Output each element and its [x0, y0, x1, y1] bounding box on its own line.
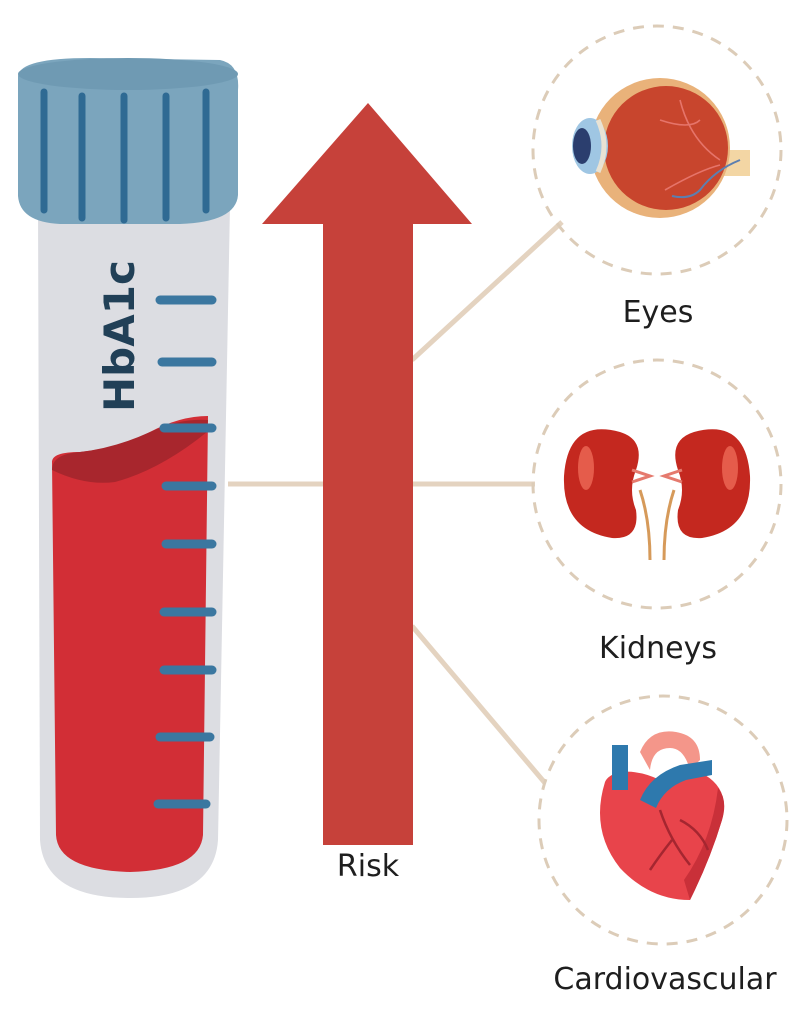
kidney-highlight: [722, 446, 738, 490]
tube-blood: [52, 416, 208, 872]
vessel: [679, 818, 710, 851]
coronary-vessels: [648, 809, 710, 871]
kidneys-label: Kidneys: [599, 631, 717, 666]
tube-tick-marks: [153, 295, 217, 809]
vessel: [659, 119, 701, 126]
ureter: [662, 489, 676, 561]
ureters: [631, 468, 683, 561]
right-kidney: [675, 429, 751, 539]
cardio-circle: [537, 694, 789, 946]
cap-stripes: [40, 88, 210, 224]
heart-icon: [600, 731, 725, 900]
tube-cap: [18, 58, 239, 224]
vessel: [664, 164, 721, 191]
vessel: [658, 809, 691, 866]
cap-top: [18, 58, 238, 90]
renal-vessels: [631, 468, 655, 484]
aortic-arch: [640, 731, 700, 770]
eye-blood-vessels: [659, 99, 721, 191]
tube-label: HbA1c: [95, 260, 144, 412]
blood-meniscus: [52, 419, 208, 483]
eye-icon: [572, 78, 750, 218]
ureter: [638, 489, 652, 561]
kidney-highlight: [578, 446, 594, 490]
cap-body: [18, 58, 239, 224]
connector-cardio: [410, 624, 547, 785]
renal-vessels: [659, 468, 683, 484]
connector-lines: [228, 220, 564, 785]
eyes-circle: [531, 24, 783, 276]
optic-vessels: [671, 159, 741, 199]
lens: [595, 118, 607, 174]
risk-label: Risk: [336, 849, 400, 884]
kidneys-circle: [531, 358, 783, 610]
eyes-label: Eyes: [622, 295, 694, 330]
vena-cava: [640, 760, 712, 808]
retina: [604, 86, 728, 210]
test-tube: HbA1c: [18, 58, 239, 898]
iris: [573, 128, 591, 164]
vessel: [679, 99, 721, 161]
vessel: [648, 839, 673, 871]
connector-eyes: [410, 220, 564, 362]
cardiovascular-label: Cardiovascular: [553, 962, 777, 997]
organ-circles: [531, 24, 789, 946]
kidneys-icon: [563, 429, 751, 561]
pulmonary-artery: [612, 745, 628, 790]
risk-arrow: [262, 103, 472, 845]
left-kidney: [563, 429, 639, 539]
